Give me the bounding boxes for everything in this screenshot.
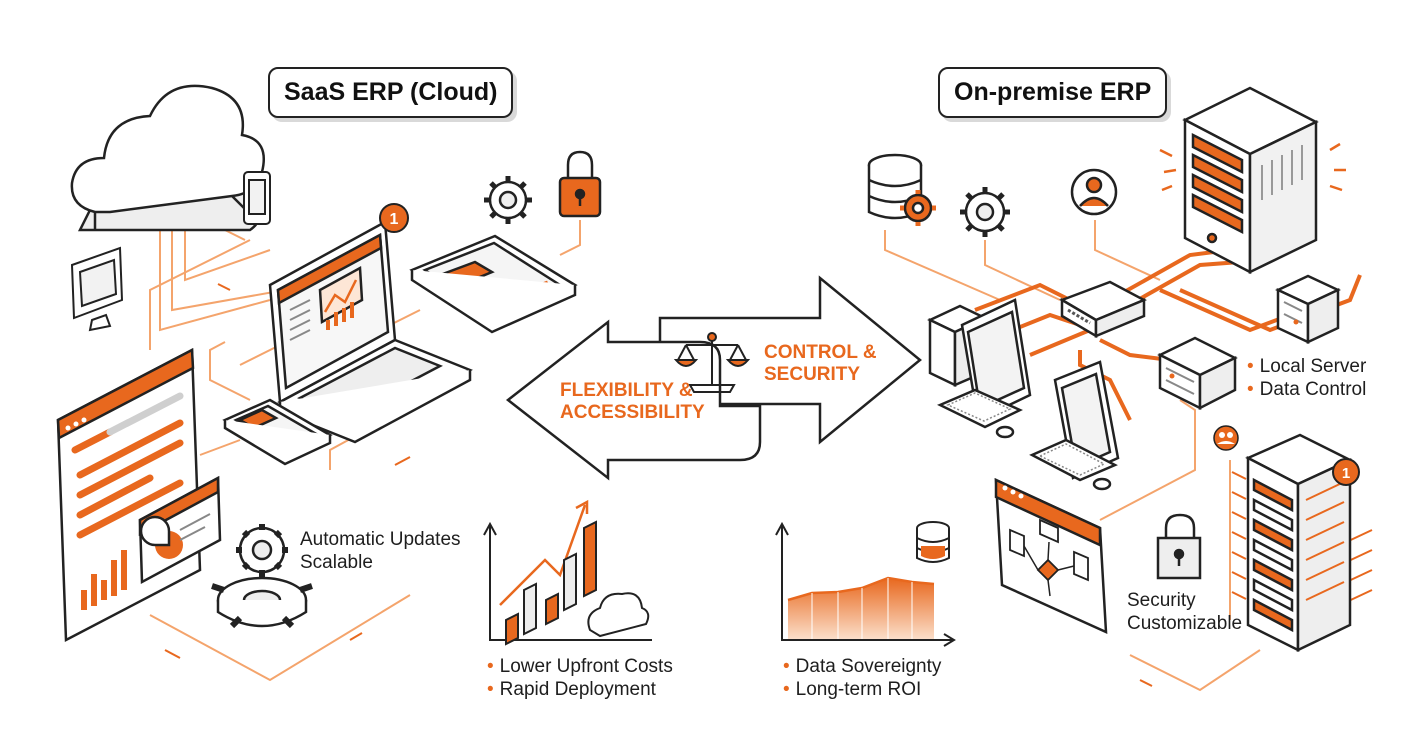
area-chart-icon [775, 521, 956, 647]
flexibility-label-line-1: FLEXIBILITY & [560, 380, 693, 401]
onprem-flow-arrows [1139, 529, 1373, 687]
onprem-server-features-list: Local Server Data Control [1247, 355, 1367, 401]
benefit-rapid-deployment: Rapid Deployment [487, 678, 673, 701]
flexibility-accessibility-label: FLEXIBILITY & ACCESSIBILITY [560, 380, 705, 424]
user-icon [1070, 168, 1118, 216]
saas-features-text: Automatic Updates Scalable [300, 528, 461, 574]
benefit-data-sovereignty: Data Sovereignty [783, 655, 942, 678]
group-users-icon [1213, 425, 1239, 451]
feature-scalable: Scalable [300, 552, 373, 573]
rack-arrows-icon [1231, 471, 1247, 600]
onprem-erp-title: On-premise ERP [938, 67, 1168, 118]
smartphone-icon [243, 171, 271, 225]
gear-icon [484, 176, 532, 224]
mini-server-icon [1275, 274, 1341, 344]
cloud-icon [70, 84, 265, 232]
workflow-window-icon [994, 477, 1108, 634]
phone-icon [222, 398, 333, 466]
feature-security: Security [1127, 590, 1196, 611]
control-security-label: CONTROL & SECURITY [764, 342, 877, 386]
benefit-long-term-roi: Long-term ROI [783, 678, 941, 701]
arrow-control-security [658, 275, 922, 445]
network-switch-icon [1059, 280, 1147, 339]
lock-icon [558, 150, 602, 218]
workstation-icon [1029, 360, 1120, 491]
rack-notification-badge: 1 [1332, 458, 1360, 486]
padlock-icon [1156, 513, 1202, 580]
server-glow-lines [1159, 142, 1346, 192]
growth-chart-icon [483, 499, 652, 646]
rack-server-icon [1245, 433, 1353, 653]
arrow-flexibility-accessibility [505, 319, 762, 481]
small-cloud-icon [587, 592, 650, 638]
svg-text:1: 1 [390, 211, 399, 228]
laptop-notification-badge: 1 [379, 203, 409, 233]
onprem-connector-lines [884, 220, 1261, 692]
local-server-box-icon [1157, 336, 1238, 411]
laptop-icon [268, 219, 473, 444]
onprem-features-text: Security Customizable [1127, 589, 1242, 635]
dashboard-window-icon [56, 347, 222, 643]
database-gear-icon [867, 153, 936, 226]
control-label-line-1: CONTROL & [764, 342, 877, 363]
saas-benefits-list: Lower Upfront Costs Rapid Deployment [487, 655, 673, 701]
tower-server-icon [1182, 86, 1319, 275]
onprem-benefits-list: Data Sovereignty Long-term ROI [783, 655, 942, 701]
control-label-line-2: SECURITY [764, 364, 861, 385]
feature-automatic-updates: Automatic Updates [300, 529, 461, 550]
scales-icon [673, 332, 751, 393]
feature-local-server: Local Server [1247, 355, 1367, 378]
desktop-computer-icon [927, 298, 1032, 439]
svg-text:1: 1 [1342, 465, 1350, 482]
flexibility-label-line-2: ACCESSIBILITY [560, 402, 705, 423]
tablet-icon [409, 234, 578, 334]
small-database-icon [916, 521, 950, 563]
gears-icon [211, 524, 313, 629]
benefit-lower-upfront-costs: Lower Upfront Costs [487, 655, 673, 678]
saas-erp-title: SaaS ERP (Cloud) [268, 67, 514, 118]
feature-customizable: Customizable [1127, 613, 1243, 634]
settings-gear-icon [960, 187, 1010, 237]
feature-data-control: Data Control [1247, 378, 1367, 401]
monitor-icon [70, 246, 124, 332]
